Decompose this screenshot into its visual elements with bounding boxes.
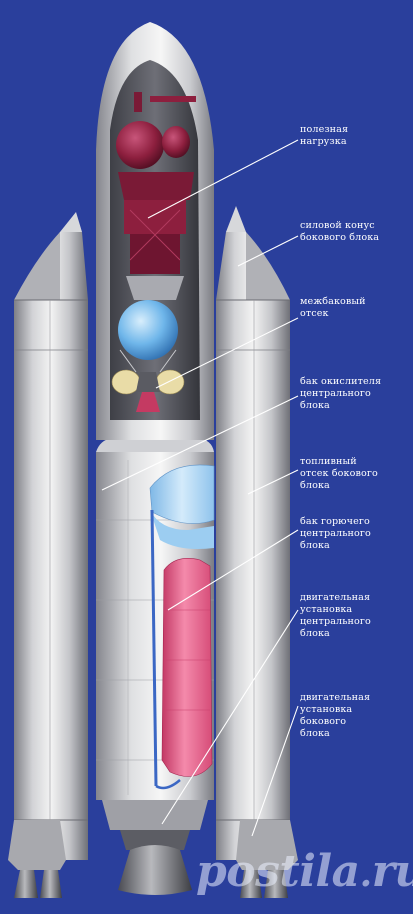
right-booster-skirt	[236, 820, 298, 870]
right-booster-tip	[226, 206, 246, 232]
payload-sphere	[116, 121, 164, 169]
oxidizer-feed	[150, 510, 214, 549]
payload-bus	[118, 172, 194, 200]
engine-mount	[120, 830, 190, 850]
label-oxidizer-tank-central: бак окислителя центрального блока	[300, 376, 382, 411]
right-booster-cone	[246, 232, 290, 300]
watermark-suffix: ru	[371, 846, 413, 897]
label-engine-side: двигательная установка бокового блока	[300, 692, 371, 739]
payload-module	[162, 126, 190, 158]
leader-line-oxidizer-tank	[101, 395, 299, 491]
core-engine-nozzle	[118, 845, 192, 895]
strut	[119, 349, 137, 373]
upper-stage-tank-right	[155, 369, 185, 395]
upper-stage-engine	[136, 372, 160, 392]
right-booster-nozzle	[264, 870, 288, 898]
upper-stage-tank-left	[111, 369, 141, 395]
left-booster-nozzle	[14, 870, 38, 898]
oxidizer-sphere	[118, 300, 178, 360]
payload-fairing	[96, 22, 214, 440]
left-booster-skirt	[8, 820, 66, 870]
label-payload: полезная нагрузка	[300, 124, 349, 147]
label-engine-central: двигательная установка центрального блок…	[300, 592, 371, 639]
strut	[159, 349, 177, 373]
leader-line-fuel-compartment	[247, 469, 299, 495]
side-fuel-compartment	[149, 464, 215, 524]
intertank-adapter	[126, 276, 184, 300]
left-booster-body	[14, 229, 88, 860]
right-booster	[216, 206, 298, 898]
leader-line-side-block-cone	[237, 235, 299, 267]
central-core	[96, 438, 215, 895]
watermark: postila.ru	[196, 846, 413, 898]
watermark-dot: .	[359, 853, 373, 895]
left-booster-nozzle	[40, 870, 62, 898]
feed-line	[150, 509, 158, 787]
label-side-block-cone: силовой конус бокового блока	[300, 220, 380, 243]
left-booster	[8, 212, 88, 898]
watermark-text: postila	[196, 846, 360, 897]
feed-line	[155, 779, 181, 790]
upper-stage-nozzle	[136, 392, 160, 412]
right-booster-body	[216, 229, 290, 860]
payload-adapter	[130, 234, 180, 274]
central-fuel-tank	[161, 558, 213, 777]
payload-arm	[150, 96, 196, 102]
payload-strut	[129, 209, 181, 261]
leader-line-engine-side	[251, 705, 299, 837]
payload-mast	[134, 92, 142, 112]
right-booster-nozzle	[240, 870, 262, 898]
leader-line-fuel-tank	[167, 529, 299, 611]
label-fuel-tank-central: бак горючего центрального блока	[300, 516, 371, 551]
label-intertank: межбаковый отсек	[300, 296, 366, 319]
leader-line-intertank	[155, 317, 299, 389]
leader-lines	[101, 139, 299, 837]
core-stage-top	[96, 438, 214, 452]
left-booster-cone	[14, 232, 60, 300]
left-booster-tip	[60, 212, 82, 232]
core-skirt	[102, 800, 208, 830]
label-fuel-compartment-side: топливный отсек бокового блока	[300, 456, 378, 491]
leader-line-engine-central	[161, 609, 299, 825]
payload-frame	[124, 200, 186, 234]
leader-line-payload	[147, 139, 299, 219]
